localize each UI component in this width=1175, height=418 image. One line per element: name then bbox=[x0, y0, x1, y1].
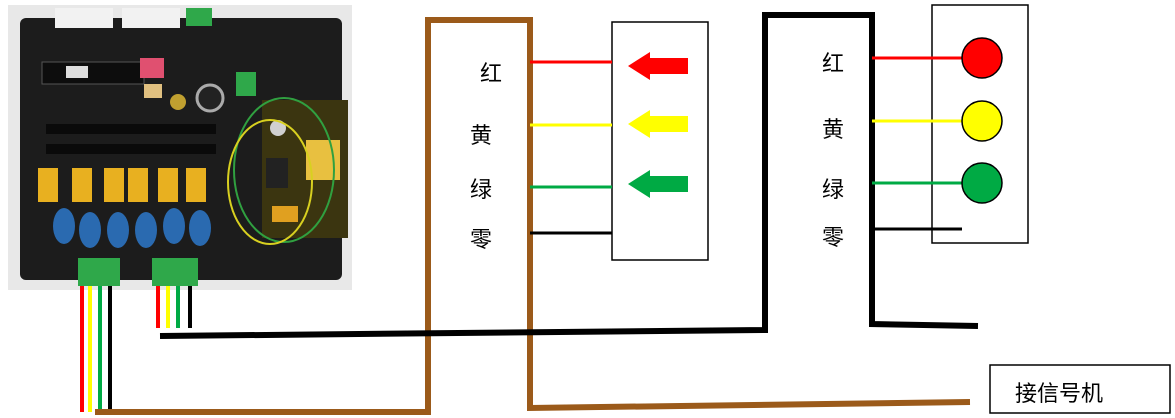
light-label-yellow: 黄 bbox=[822, 118, 845, 143]
yellow-light-icon bbox=[961, 100, 1003, 142]
brown-cable bbox=[95, 17, 971, 415]
green-light-icon bbox=[961, 162, 1003, 204]
yellow-arrow-icon bbox=[628, 110, 688, 138]
arrow-label-green: 绿 bbox=[470, 178, 493, 203]
wires-right-terminal bbox=[156, 286, 192, 328]
green-arrow-icon bbox=[628, 170, 688, 198]
round-light-signal-panel bbox=[872, 4, 1029, 244]
arrow-signal-panel bbox=[530, 21, 709, 261]
red-light-icon bbox=[961, 37, 1003, 79]
arrow-label-neutral: 零 bbox=[470, 228, 493, 253]
light-label-neutral: 零 bbox=[822, 226, 845, 251]
signal-box-label: 接信号机 bbox=[1015, 382, 1104, 407]
light-label-red: 红 bbox=[822, 52, 845, 77]
light-label-green: 绿 bbox=[822, 178, 845, 203]
terminal-block-right bbox=[152, 258, 198, 286]
wires-left-terminal bbox=[80, 286, 112, 412]
relay-row bbox=[38, 168, 206, 202]
arrow-label-yellow: 黄 bbox=[470, 124, 493, 149]
terminal-block-left bbox=[78, 258, 120, 286]
arrow-label-red: 红 bbox=[480, 62, 503, 87]
black-cable bbox=[159, 12, 979, 339]
signal-box-frame bbox=[989, 364, 1171, 414]
controller-board bbox=[8, 5, 352, 290]
varistor-row bbox=[53, 208, 211, 248]
red-arrow-icon bbox=[628, 52, 688, 80]
